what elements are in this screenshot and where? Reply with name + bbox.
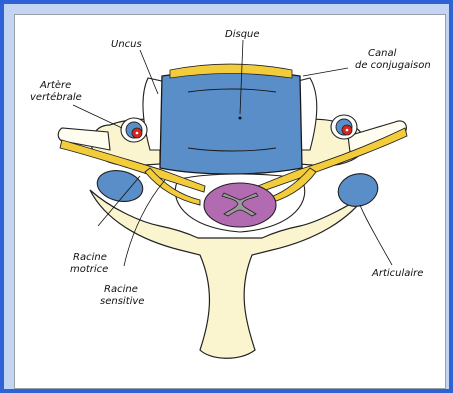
label-racine-sensitive-1: Racine: [104, 284, 138, 295]
left-vertebral-artery: [121, 118, 147, 142]
label-disque: Disque: [225, 29, 260, 40]
label-racine-motrice-1: Racine: [73, 252, 107, 263]
label-uncus: Uncus: [111, 39, 142, 50]
right-articular-facet: [335, 169, 382, 210]
label-racine-sensitive-2: sensitive: [100, 296, 144, 307]
disc-center-dot: [239, 117, 242, 120]
label-racine-motrice-2: motrice: [70, 264, 108, 275]
label-artere-1: Artère: [39, 79, 71, 91]
label-artere-2: vertébrale: [30, 91, 82, 103]
intervertebral-disc: [160, 72, 302, 175]
label-canal-1: Canal: [368, 48, 397, 59]
right-vertebral-artery: [331, 115, 357, 139]
label-articulaire: Articulaire: [371, 268, 423, 279]
label-canal-2: de conjugaison: [355, 60, 431, 71]
